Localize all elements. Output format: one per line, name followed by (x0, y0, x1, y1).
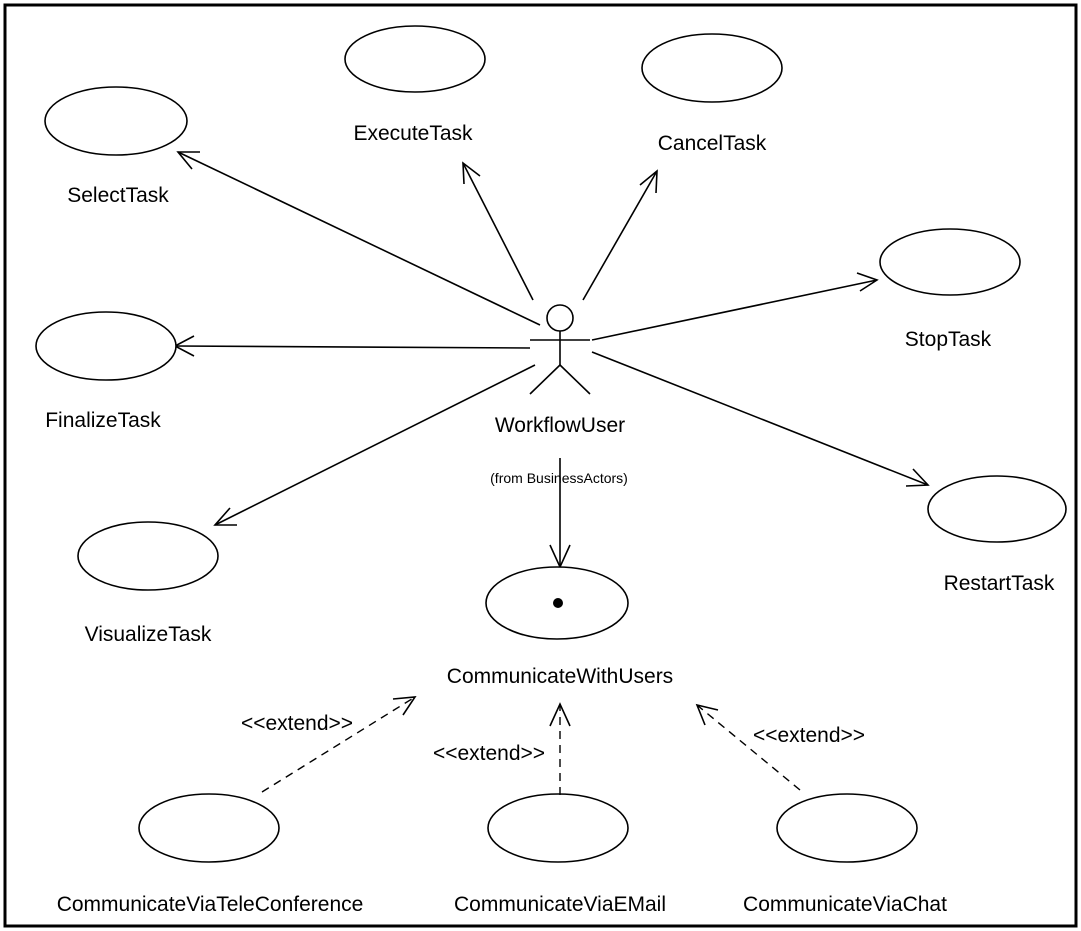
assoc-select-task-arrowhead (176, 151, 200, 170)
use-case-finalize-task-label: FinalizeTask (45, 409, 161, 432)
extend-teleconference-line (261, 696, 416, 793)
extend-email: <<extend>> (433, 702, 571, 795)
extend-teleconference-arrowhead (392, 696, 417, 716)
assoc-cancel-task-arrowhead (639, 169, 658, 194)
use-case-restart-task[interactable]: RestartTask (927, 475, 1067, 595)
use-case-select-task[interactable]: SelectTask (44, 86, 188, 207)
extend-chat: <<extend>> (695, 703, 865, 791)
extend-teleconference: <<extend>> (241, 696, 417, 793)
assoc-restart-task-arrowhead (905, 468, 930, 487)
assoc-execute-task-arrowhead (462, 161, 481, 185)
extend-email-label: <<extend>> (433, 742, 545, 765)
assoc-restart-task (591, 351, 929, 486)
assoc-execute-task (462, 162, 534, 301)
use-case-communicate-via-email-label: CommunicateViaEMail (454, 893, 666, 916)
actor-head (546, 304, 574, 332)
use-case-visualize-task-label: VisualizeTask (85, 623, 212, 646)
use-case-execute-task[interactable]: ExecuteTask (344, 25, 486, 145)
use-case-cancel-task-ellipse[interactable] (641, 33, 783, 103)
extend-chat-line (696, 704, 801, 791)
use-case-finalize-task-ellipse[interactable] (35, 311, 177, 381)
use-case-communicate-via-teleconference-ellipse[interactable] (138, 793, 280, 863)
use-case-stop-task-ellipse[interactable] (879, 228, 1021, 296)
use-case-cancel-task[interactable]: CancelTask (641, 33, 783, 155)
assoc-finalize-task (174, 345, 531, 349)
use-case-communicate-via-chat-ellipse[interactable] (776, 793, 918, 863)
use-case-restart-task-label: RestartTask (944, 572, 1055, 595)
extend-email-arrowhead (549, 702, 571, 727)
use-case-communicate-via-chat-label: CommunicateViaChat (743, 893, 947, 916)
use-case-cancel-task-label: CancelTask (658, 132, 767, 155)
assoc-stop-task (591, 279, 878, 341)
use-case-communicate-via-chat[interactable]: CommunicateViaChat (743, 793, 947, 916)
use-case-stop-task-label: StopTask (905, 328, 992, 351)
actor-package-note: (from BusinessActors) (490, 470, 628, 486)
use-case-finalize-task[interactable]: FinalizeTask (35, 311, 177, 432)
assoc-cancel-task (582, 170, 658, 301)
assoc-visualize-task (214, 364, 536, 526)
use-case-communicate-with-users[interactable]: CommunicateWithUsers (447, 566, 673, 688)
use-case-execute-task-ellipse[interactable] (344, 25, 486, 93)
actor-left-leg (529, 364, 561, 395)
use-case-select-task-label: SelectTask (67, 184, 169, 207)
associations (173, 151, 930, 569)
use-case-restart-task-ellipse[interactable] (927, 475, 1067, 543)
actor-right-leg (559, 364, 591, 395)
assoc-visualize-task-arrowhead (213, 507, 237, 526)
extend-teleconference-label: <<extend>> (241, 712, 353, 735)
actor-name-label: WorkflowUser (495, 414, 625, 437)
diagram-frame (3, 3, 1078, 928)
use-case-communicate-with-users-label: CommunicateWithUsers (447, 665, 673, 688)
use-case-visualize-task[interactable]: VisualizeTask (77, 521, 219, 646)
use-case-stop-task[interactable]: StopTask (879, 228, 1021, 351)
assoc-select-task (177, 151, 541, 326)
use-case-communicate-via-email[interactable]: CommunicateViaEMail (454, 793, 666, 916)
extend-chat-arrowhead (695, 703, 719, 726)
use-case-communicate-via-teleconference-label: CommunicateViaTeleConference (57, 893, 364, 916)
use-case-communicate-via-email-ellipse[interactable] (487, 793, 629, 863)
actor-workflow-user[interactable] (529, 304, 591, 395)
use-case-business-marker-dot (553, 598, 563, 608)
use-case-communicate-via-teleconference[interactable]: CommunicateViaTeleConference (57, 793, 364, 916)
assoc-stop-task-arrowhead (856, 272, 879, 292)
use-case-execute-task-label: ExecuteTask (353, 122, 473, 145)
use-case-select-task-ellipse[interactable] (44, 86, 188, 156)
extend-chat-label: <<extend>> (753, 724, 865, 747)
use-case-visualize-task-ellipse[interactable] (77, 521, 219, 591)
